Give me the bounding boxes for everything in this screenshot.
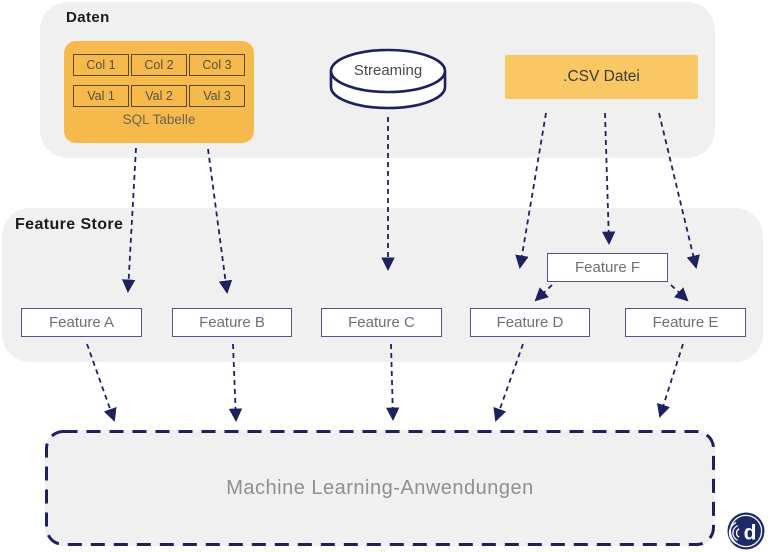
sql-table-caption: SQL Tabelle [122,112,196,127]
csv-file-box: .CSV Datei [505,55,698,99]
logo-wave-arc [735,528,740,538]
feature-a-box: Feature A [21,308,142,337]
feature-c-box: Feature C [321,308,442,337]
sql-cell-val2: Val 2 [131,85,187,107]
feature-f-box: Feature F [547,253,668,282]
feature-b-box: Feature B [172,308,292,337]
ml-applications-box: Machine Learning-Anwendungen [45,430,715,546]
streaming-label: Streaming [353,62,423,79]
logo-letter: d [744,522,757,545]
sql-table-box: Col 1 Col 2 Col 3 Val 1 Val 2 Val 3 SQL … [64,41,254,143]
sql-value-row: Val 1 Val 2 Val 3 [64,85,254,107]
logo-inner-ring [729,514,763,548]
logo-circle [727,512,765,550]
feature-d-box: Feature D [470,308,590,337]
logo-wave-arc [732,525,738,541]
sql-header-row: Col 1 Col 2 Col 3 [64,54,254,76]
sql-cell-val1: Val 1 [73,85,129,107]
ml-applications-label: Machine Learning-Anwendungen [226,476,534,499]
sql-cell-col3: Col 3 [189,54,245,76]
logo-wave-arc [728,522,737,544]
sql-cell-val3: Val 3 [189,85,245,107]
brand-logo: d [727,512,765,550]
sql-cell-col2: Col 2 [131,54,187,76]
feature-e-box: Feature E [625,308,746,337]
sql-cell-col1: Col 1 [73,54,129,76]
daten-title: Daten [66,9,110,26]
feature-store-title: Feature Store [15,216,124,233]
streaming-cylinder-icon [329,48,447,110]
